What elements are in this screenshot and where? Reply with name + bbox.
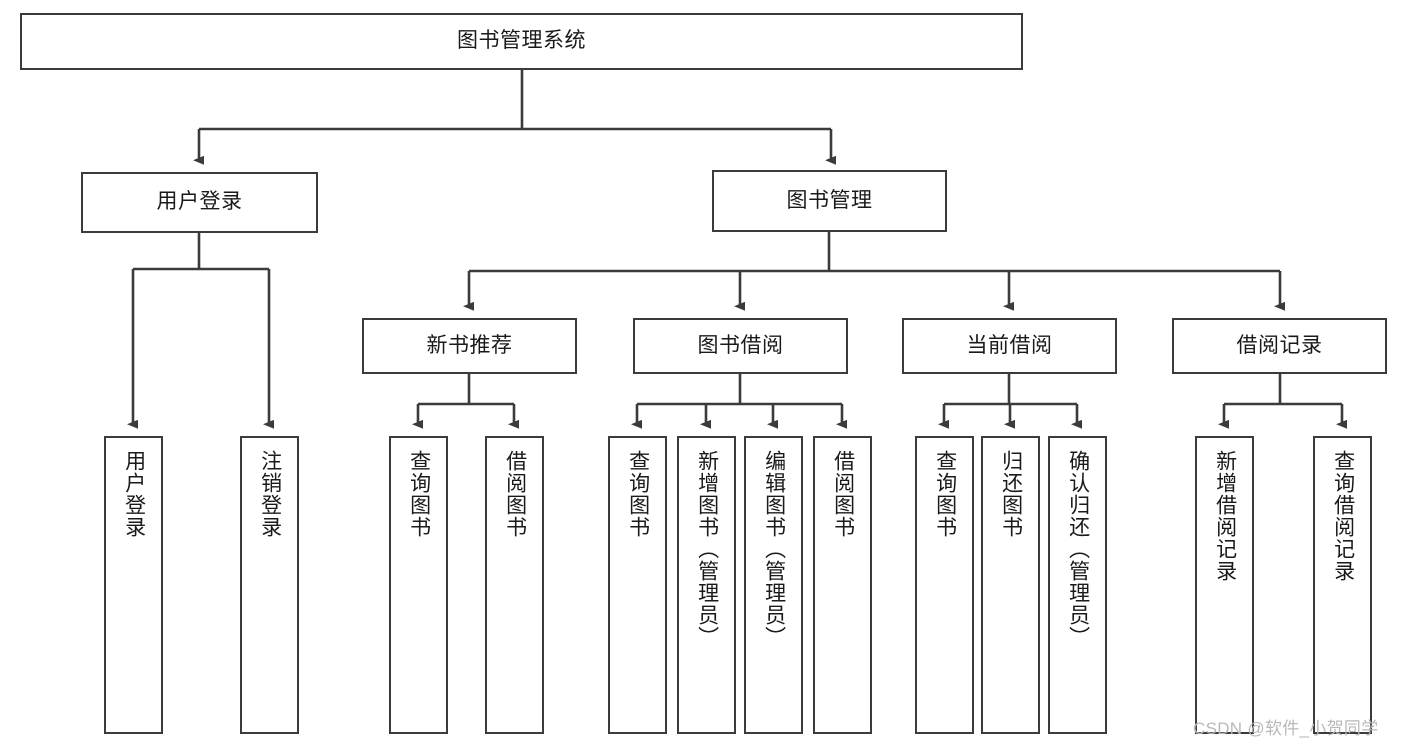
leaf-return-book[interactable]: 归还图书: [981, 436, 1040, 734]
node-label: 注销登录: [258, 450, 282, 538]
leaf-user-logout[interactable]: 注销登录: [240, 436, 299, 734]
leaf-confirm-return-admin[interactable]: 确认归还（管理员）: [1048, 436, 1107, 734]
node-label: 编辑图书（管理员）: [762, 450, 786, 648]
node-label: 借阅记录: [1236, 333, 1323, 357]
leaf-query-borrow-record[interactable]: 查询借阅记录: [1313, 436, 1372, 734]
node-label: 借阅图书: [503, 450, 527, 538]
node-label: 图书管理: [786, 188, 873, 212]
leaf-edit-book-admin[interactable]: 编辑图书（管理员）: [744, 436, 803, 734]
leaf-add-borrow-record[interactable]: 新增借阅记录: [1195, 436, 1254, 734]
node-label: 新书推荐: [426, 333, 513, 357]
node-current-borrowing[interactable]: 当前借阅: [902, 318, 1117, 374]
node-label: 图书借阅: [697, 333, 784, 357]
node-label: 用户登录: [122, 450, 146, 538]
node-label: 查询图书: [626, 450, 650, 538]
leaf-borrow-book-recommendation[interactable]: 借阅图书: [485, 436, 544, 734]
node-label: 当前借阅: [966, 333, 1053, 357]
node-book-borrowing[interactable]: 图书借阅: [633, 318, 848, 374]
node-user-login[interactable]: 用户登录: [81, 172, 318, 233]
node-label: 新增图书（管理员）: [695, 450, 719, 648]
leaf-add-book-admin[interactable]: 新增图书（管理员）: [677, 436, 736, 734]
node-borrowing-record[interactable]: 借阅记录: [1172, 318, 1387, 374]
leaf-borrow-book-borrowing[interactable]: 借阅图书: [813, 436, 872, 734]
node-label: 图书管理系统: [457, 29, 586, 53]
leaf-user-login[interactable]: 用户登录: [104, 436, 163, 734]
node-label: 新增借阅记录: [1213, 450, 1237, 582]
node-book-management[interactable]: 图书管理: [712, 170, 947, 232]
node-label: 查询借阅记录: [1331, 450, 1355, 582]
node-new-book-recommendation[interactable]: 新书推荐: [362, 318, 577, 374]
node-label: 借阅图书: [831, 450, 855, 538]
node-label: 确认归还（管理员）: [1066, 450, 1090, 648]
leaf-query-book-borrowing[interactable]: 查询图书: [608, 436, 667, 734]
node-label: 查询图书: [407, 450, 431, 538]
node-root-system[interactable]: 图书管理系统: [20, 13, 1023, 70]
node-label: 查询图书: [933, 450, 957, 538]
leaf-query-book-recommendation[interactable]: 查询图书: [389, 436, 448, 734]
node-label: 用户登录: [156, 190, 243, 214]
csdn-watermark: CSDN @软件_小贺同学: [1193, 719, 1379, 738]
node-label: 归还图书: [999, 450, 1023, 538]
leaf-query-book-current[interactable]: 查询图书: [915, 436, 974, 734]
